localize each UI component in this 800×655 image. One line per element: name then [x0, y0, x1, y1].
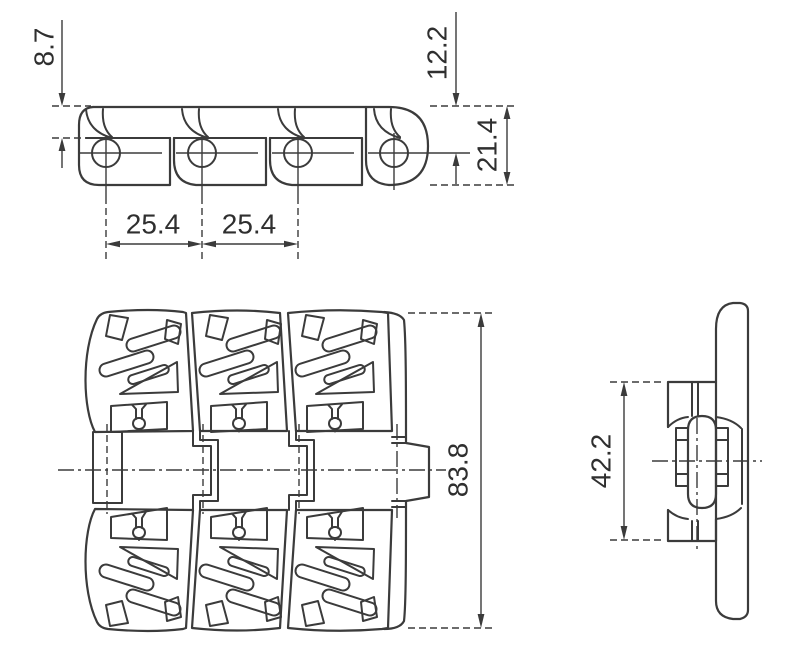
plan-pin-centerlines	[106, 424, 300, 514]
rim-step-lines	[391, 436, 407, 508]
hinge-step-band2	[192, 430, 219, 511]
plan-view	[58, 308, 446, 633]
link-body-3	[268, 136, 364, 187]
hinge-bar-right	[715, 427, 729, 487]
dimension-83-8: 83.8	[408, 312, 492, 629]
dimension-25-4-a: 25.4	[106, 209, 202, 248]
dimension-label-25-4-a: 25.4	[126, 209, 181, 240]
band3-bottom-outline	[286, 508, 394, 632]
band2-top-outline	[190, 309, 289, 433]
dimension-label-21-4: 21.4	[472, 118, 503, 173]
band1-top-outline	[84, 308, 195, 434]
link-end-cap	[77, 105, 172, 187]
pin-hole-3	[272, 135, 354, 197]
side-view	[52, 105, 517, 259]
dimension-8-7: 8.7	[29, 20, 66, 168]
pin-boss-capsule	[686, 414, 718, 510]
edge-rim-and-tab	[382, 310, 431, 631]
band1-bottom-outline	[84, 507, 195, 633]
link-body-2	[172, 136, 268, 187]
dimension-label-42-2: 42.2	[586, 434, 617, 489]
pin-hole-1	[80, 135, 162, 197]
link-body-4	[364, 105, 391, 187]
upper-hinge-block	[666, 380, 742, 429]
dimension-42-2: 42.2	[586, 381, 664, 541]
dimension-12-2: 12.2	[422, 12, 460, 184]
pin-hole-4	[368, 133, 470, 190]
end-view	[652, 301, 762, 621]
dimension-25-4-b: 25.4	[202, 209, 298, 248]
dimension-label-83-8: 83.8	[443, 443, 474, 498]
dimension-label-8-7: 8.7	[29, 28, 60, 67]
band2-bottom-outline	[190, 508, 289, 632]
dimension-label-25-4-b: 25.4	[222, 209, 277, 240]
side-plate-outline	[714, 301, 750, 621]
chain-plate-outline	[91, 105, 430, 187]
band3-top-outline	[286, 309, 394, 433]
pin-hole-2	[176, 135, 258, 197]
hinge-bar-left	[675, 427, 689, 487]
lower-hinge-block	[666, 507, 742, 543]
dimension-21-4: 21.4	[472, 106, 511, 185]
dimension-label-12-2: 12.2	[422, 26, 453, 81]
